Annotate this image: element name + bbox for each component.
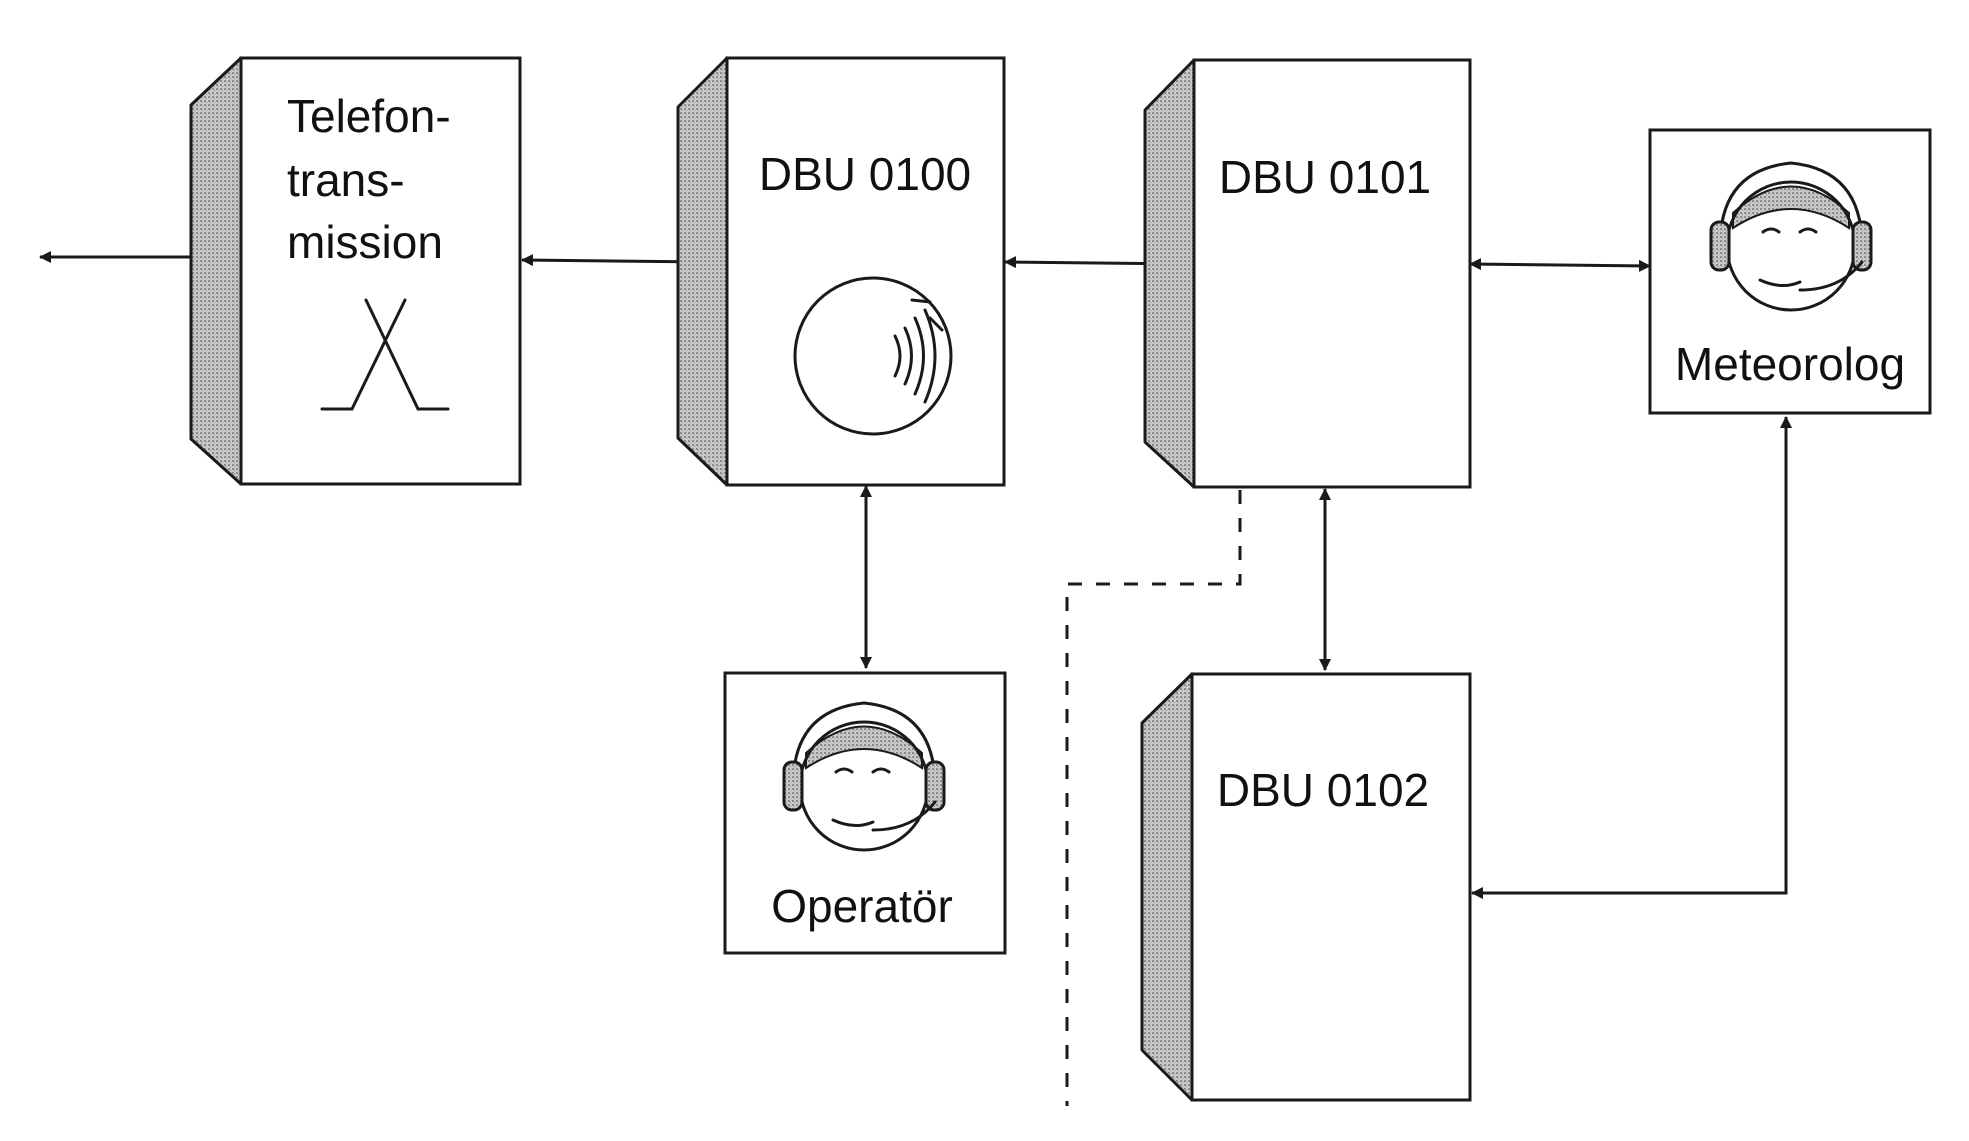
- dbu0101-box: [1192, 58, 1472, 489]
- dbu0102-label: DBU 0102: [1217, 764, 1429, 816]
- edge-dbu0101-boundary-dashed: [1065, 490, 1242, 1106]
- node-dbu-0101: DBU 0101: [1143, 58, 1472, 489]
- dbu0101-side-panel: [1143, 58, 1196, 489]
- meteorolog-box: [1648, 128, 1932, 415]
- node-dbu-0102: DBU 0102: [1140, 672, 1472, 1102]
- node-meteorolog: Meteorolog: [1648, 128, 1932, 415]
- telefon-box: [239, 56, 522, 486]
- headset-person-icon: [782, 701, 946, 852]
- operator-label: Operatör: [771, 880, 953, 932]
- dbu0102-side-panel: [1140, 672, 1194, 1102]
- meteorolog-label: Meteorolog: [1675, 338, 1905, 390]
- disk-icon: [793, 276, 953, 436]
- telefon-label-line-2: trans-: [287, 154, 405, 206]
- telefon-label-line-3: mission: [287, 216, 443, 268]
- dbu0100-label: DBU 0100: [759, 148, 971, 200]
- dbu0102-box: [1190, 672, 1472, 1102]
- edge-dbu0101-meteorolog: [1469, 258, 1651, 272]
- telefon-label-line-1: Telefon-: [287, 90, 451, 142]
- operator-box: [723, 671, 1007, 955]
- connectors: [39, 251, 1792, 1106]
- crossing-lines-icon: [320, 298, 450, 411]
- dbu0100-box: [725, 56, 1006, 487]
- node-operator: Operatör: [723, 671, 1007, 955]
- headset-person-icon: [1709, 161, 1873, 312]
- node-dbu-0100: DBU 0100: [676, 56, 1006, 487]
- node-telefon-transmission: Telefon- trans- mission: [189, 56, 522, 486]
- dbu0100-side-panel: [676, 56, 729, 487]
- dbu0101-label: DBU 0101: [1219, 151, 1431, 203]
- telefon-side-panel: [189, 56, 243, 486]
- edge-meteorolog-dbu0102: [1471, 416, 1792, 899]
